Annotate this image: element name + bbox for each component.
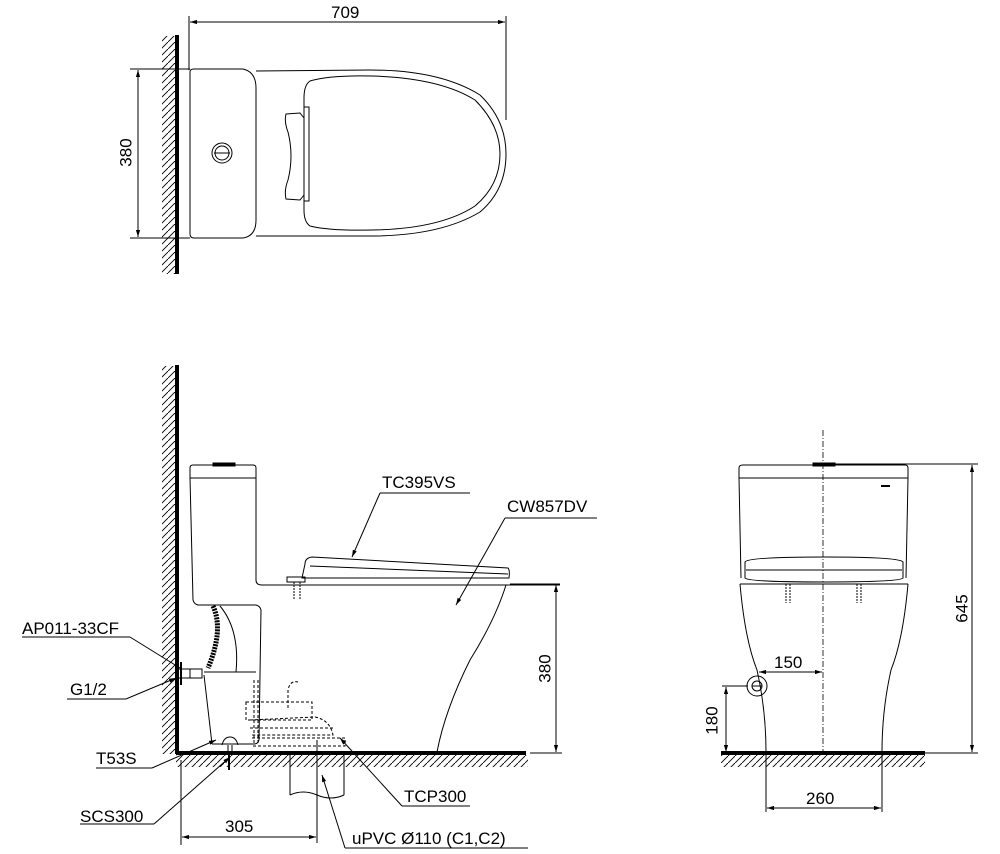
front-view	[721, 430, 978, 812]
dim-seat-height: 380	[535, 654, 555, 683]
callout-outlet-adapter: TCP300	[404, 787, 467, 806]
callout-floor-fix: SCS300	[80, 807, 144, 826]
dim-supply-height: 180	[702, 706, 722, 735]
callout-drain-pipe: uPVC Ø110 (C1,C2)	[352, 829, 506, 848]
callout-bowl: CW857DV	[507, 497, 588, 516]
dim-supply-offset: 150	[774, 653, 803, 672]
dim-rough-in: 305	[225, 817, 254, 836]
dim-width: 380	[116, 138, 136, 167]
callout-supply-thread: G1/2	[70, 680, 107, 699]
dim-total-height: 645	[952, 594, 972, 623]
dim-base-width: 260	[806, 789, 835, 808]
callout-seat: TC395VS	[382, 473, 456, 492]
callout-hose: T53S	[96, 749, 137, 768]
dim-overall-length: 709	[331, 3, 360, 22]
side-view	[22, 365, 597, 849]
top-view	[130, 16, 507, 274]
callout-angle-valve: AP011-33CF	[22, 619, 120, 638]
